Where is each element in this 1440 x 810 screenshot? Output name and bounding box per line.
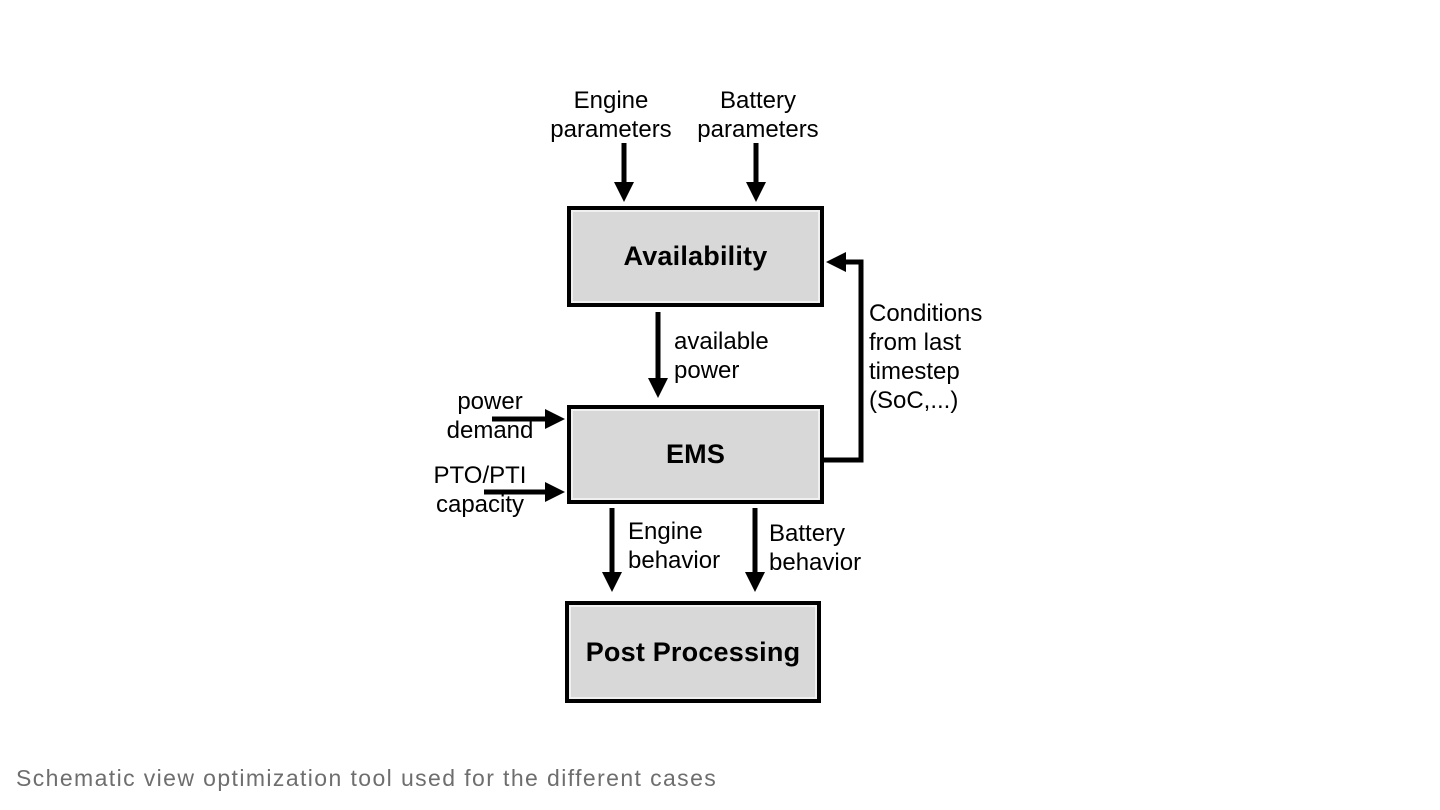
ems-box: EMS <box>567 405 824 504</box>
arrow-battery-behavior <box>745 508 765 592</box>
arrow-battery-parameters-to-availability <box>746 143 766 202</box>
engine-parameters-label: Engine parameters <box>550 87 672 143</box>
power-demand-label: power demand <box>446 388 534 444</box>
engine-behavior-label: Engine behavior <box>628 518 721 574</box>
arrow-engine-parameters-to-availability <box>614 143 634 202</box>
battery-behavior-label: Battery behavior <box>769 520 862 576</box>
available-power-label: available power <box>674 328 769 384</box>
arrow-engine-behavior <box>602 508 622 592</box>
post-processing-box: Post Processing <box>565 601 821 703</box>
availability-box: Availability <box>567 206 824 307</box>
pto-pti-capacity-label: PTO/PTI capacity <box>433 462 527 518</box>
conditions-from-last-timestep-label: Conditions from last timestep (SoC,...) <box>869 300 983 414</box>
figure-caption: Schematic view optimization tool used fo… <box>16 765 718 791</box>
availability-box-label: Availability <box>623 241 768 271</box>
ems-box-label: EMS <box>665 439 726 469</box>
battery-parameters-label: Battery parameters <box>697 87 819 143</box>
arrow-available-power <box>648 312 668 398</box>
post-processing-box-label: Post Processing <box>585 636 801 667</box>
arrow-feedback-conditions <box>823 252 864 463</box>
